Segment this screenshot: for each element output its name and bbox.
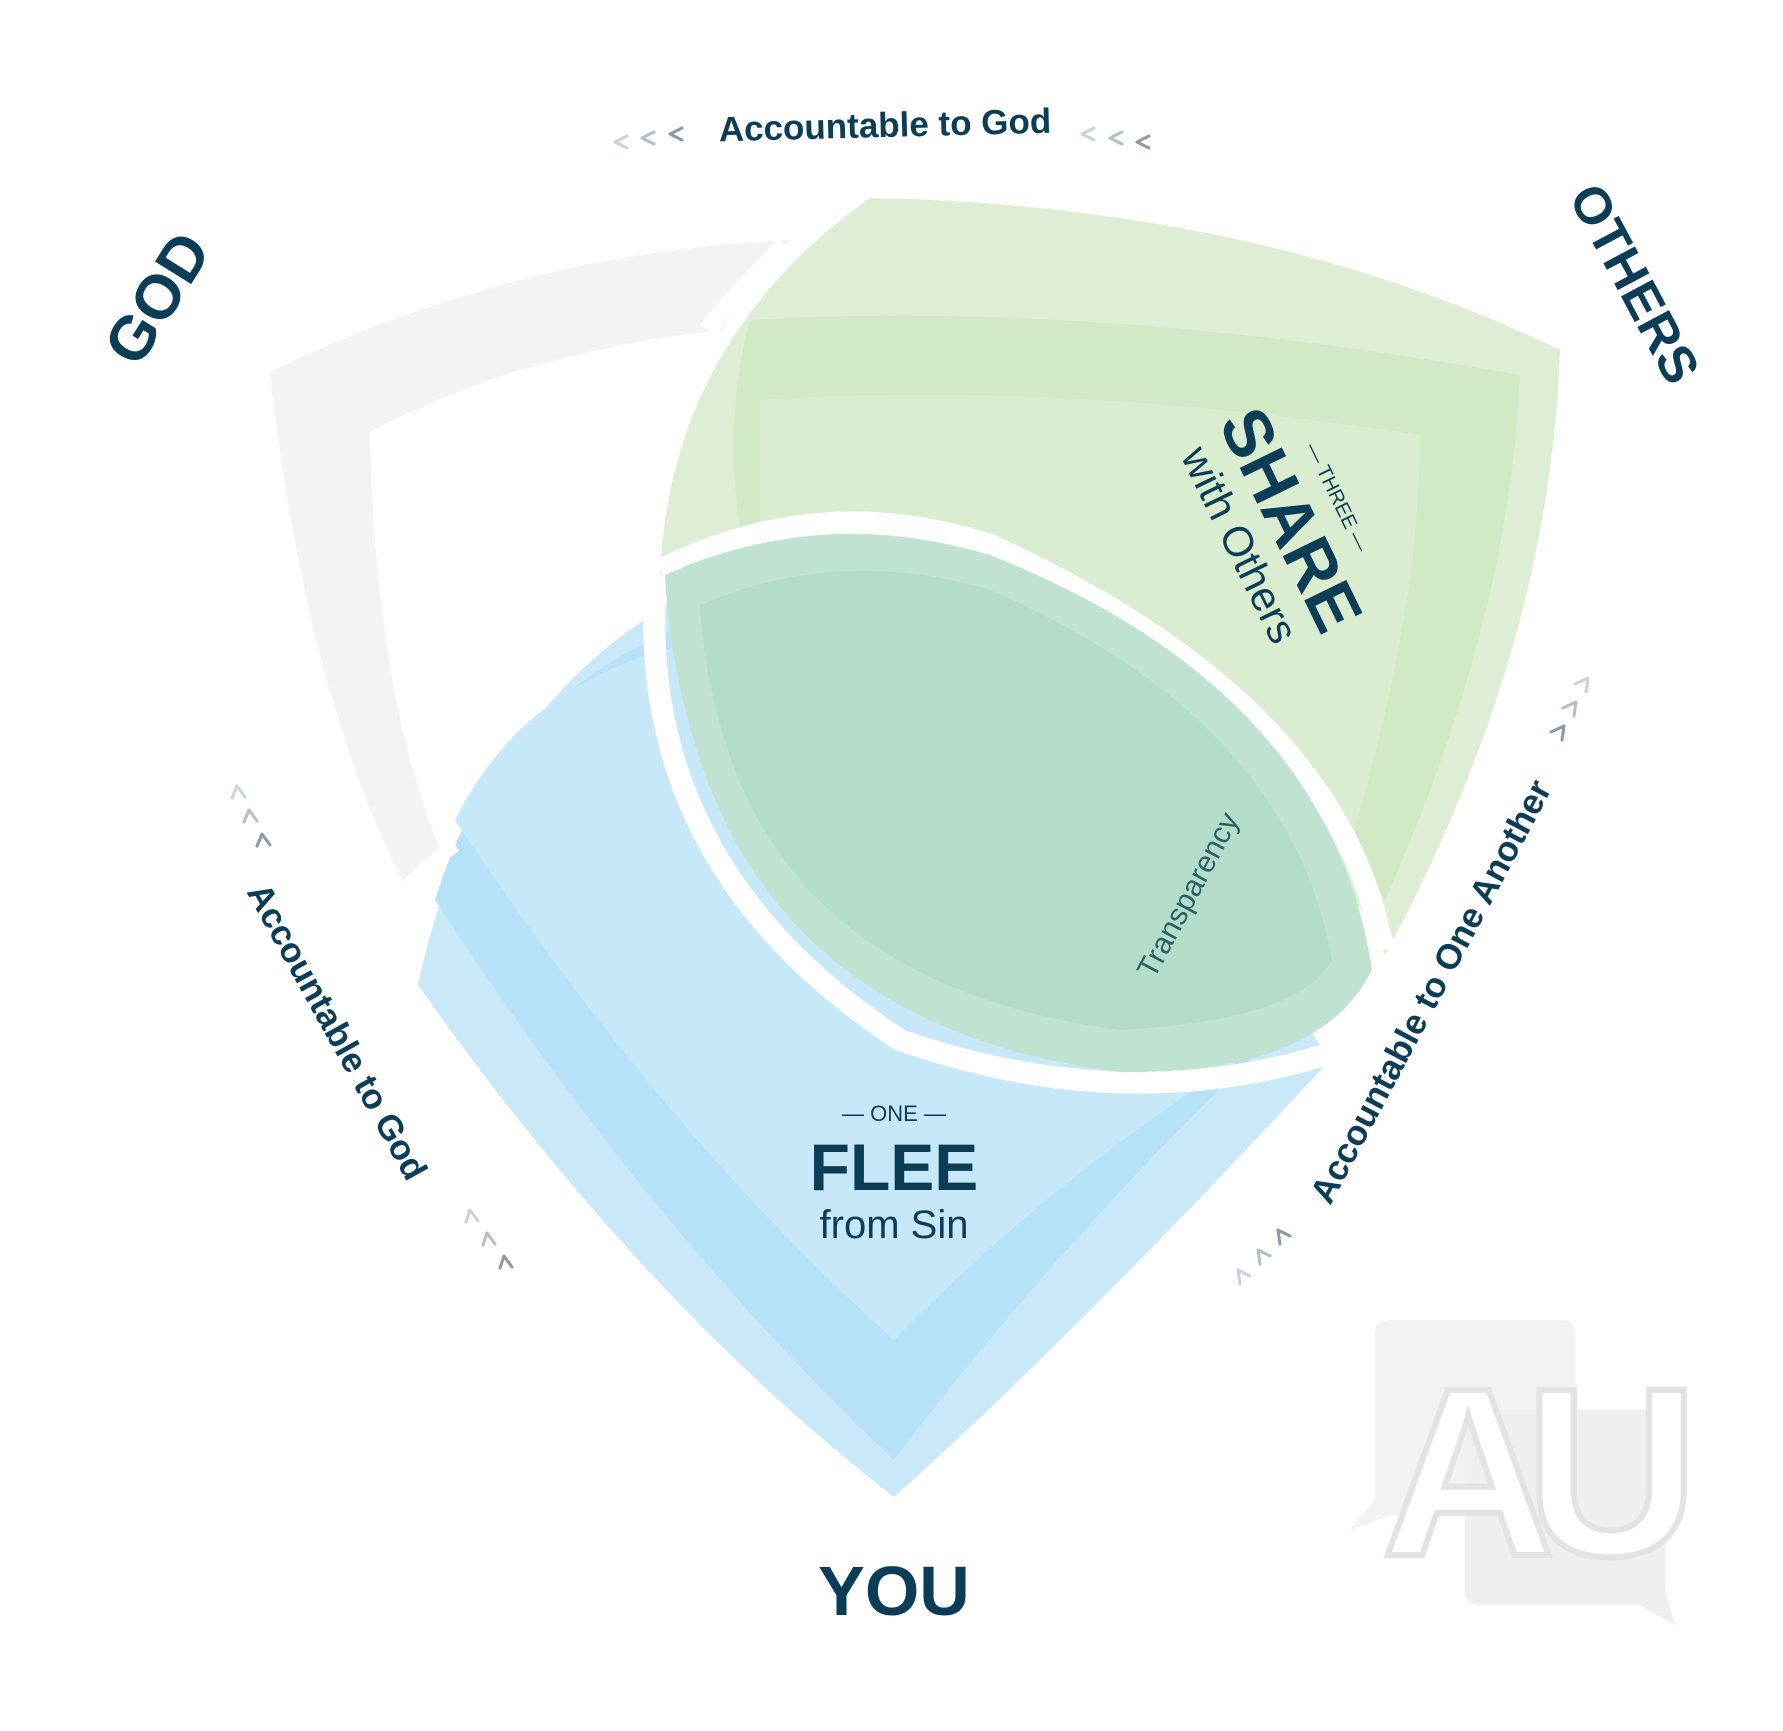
left-upper-chevrons-icon <box>230 784 272 848</box>
flee-title: FLEE <box>810 1130 979 1204</box>
au-logo: AU <box>1350 1320 1717 1625</box>
flee-text: — ONE — FLEE from Sin <box>810 1101 979 1247</box>
you-label: YOU <box>818 1552 970 1630</box>
god-label: GOD <box>91 221 224 377</box>
top-accountable-label: Accountable to God <box>718 102 1051 150</box>
top-accountability: Accountable to God <box>613 102 1151 150</box>
flee-subtitle: from Sin <box>820 1203 969 1247</box>
left-accountable-label: Accountable to God <box>239 877 434 1187</box>
right-lower-chevrons-icon <box>1236 1228 1292 1286</box>
god-band <box>270 240 790 885</box>
flee-step: — ONE — <box>842 1101 946 1126</box>
right-upper-chevrons-icon <box>1549 676 1590 742</box>
au-logo-text: AU <box>1382 1338 1684 1606</box>
top-right-chevrons-icon <box>1080 126 1151 150</box>
left-lower-chevrons-icon <box>464 1208 514 1270</box>
others-label: OTHERS <box>1557 175 1710 394</box>
transparency-overlap <box>665 534 1372 1073</box>
top-left-chevrons-icon <box>613 126 684 150</box>
